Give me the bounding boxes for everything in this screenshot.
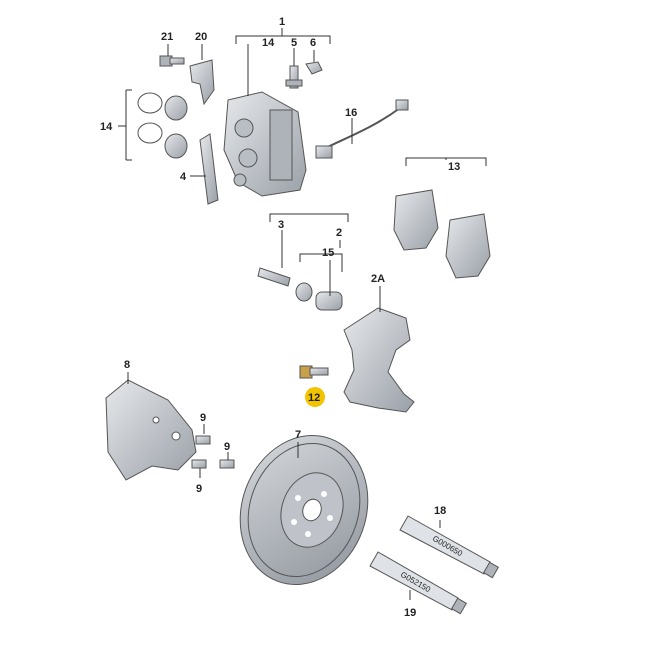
callout-4: 4 [180, 171, 187, 183]
callout-9-b: 9 [224, 441, 230, 453]
splash-shield [105, 379, 197, 481]
callout-14-left: 14 [100, 121, 113, 133]
guide-pin [257, 267, 291, 287]
dust-cap [305, 61, 323, 75]
callout-9-a: 9 [200, 412, 206, 424]
callout-6: 6 [310, 37, 316, 49]
bleeder-valve [285, 65, 303, 89]
bracket-20 [189, 59, 215, 106]
brake-pads [393, 189, 491, 279]
leader-lines [118, 28, 487, 600]
grease-tube-18: G000650 [399, 515, 500, 579]
callout-5: 5 [291, 37, 297, 49]
screws-9 [191, 435, 235, 469]
callout-14-top: 14 [262, 37, 275, 49]
guide-boots [295, 282, 343, 311]
grease-tube-19: G052150 [369, 551, 468, 615]
seal-rings-14 [137, 92, 188, 159]
bolt-12 [299, 365, 329, 379]
callout-21: 21 [161, 31, 173, 43]
callouts: 1 14 5 6 20 21 14 4 16 13 3 2 15 2A 8 12… [100, 16, 460, 619]
callout-3: 3 [278, 219, 284, 231]
callout-7: 7 [295, 429, 301, 441]
spring-clip-4 [199, 133, 219, 205]
caliper-housing [223, 91, 307, 197]
bolt-21 [159, 55, 185, 67]
callout-8: 8 [124, 359, 130, 371]
brake-disc [239, 435, 369, 585]
callout-9-c: 9 [196, 483, 202, 495]
callout-12-highlight: 12 [305, 387, 325, 407]
callout-13: 13 [448, 161, 460, 173]
callout-2: 2 [336, 227, 342, 239]
callout-1: 1 [279, 16, 285, 28]
callout-18: 18 [434, 505, 446, 517]
callout-16: 16 [345, 107, 357, 119]
callout-19: 19 [404, 607, 416, 619]
callout-15: 15 [322, 247, 334, 259]
wear-sensor [315, 99, 409, 159]
caliper-carrier [343, 307, 415, 413]
callout-2a: 2A [371, 273, 385, 285]
callout-20: 20 [195, 31, 207, 43]
callout-12: 12 [308, 392, 320, 404]
